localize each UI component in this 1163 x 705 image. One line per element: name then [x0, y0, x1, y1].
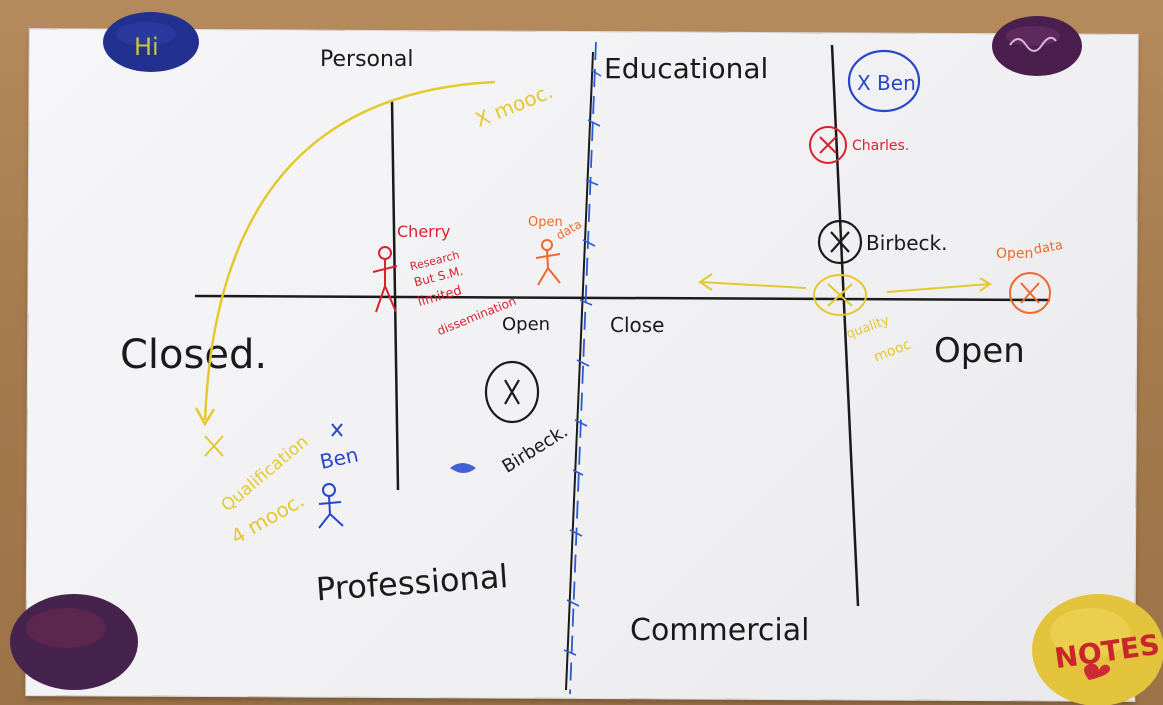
open-data-right-marker: Open data [996, 238, 1064, 314]
birbeck-left-label: Birbeck. [498, 421, 571, 478]
ben-left-label: Ben [318, 442, 361, 474]
open-data-right-line1: Open [996, 246, 1033, 262]
label-center-close: Close [610, 313, 664, 337]
charles-marker: Charles. [809, 126, 909, 164]
birbeck-right-marker: Birbeck. [817, 219, 947, 265]
stone-top-left: Hi [103, 12, 199, 72]
label-open: Open [934, 331, 1025, 371]
label-closed: Closed. [120, 332, 267, 378]
stone-top-right [992, 16, 1082, 76]
left-vertical-axis [390, 99, 400, 491]
middle-divider [563, 41, 602, 695]
stone-hi-label: Hi [134, 33, 159, 61]
cherry-label: Cherry [397, 222, 451, 241]
birbeck-right-label: Birbeck. [866, 231, 947, 255]
birbeck-left-marker: Birbeck. [450, 360, 572, 478]
open-data-left-figure: Open data [528, 215, 584, 286]
ben-top-label: X Ben [857, 71, 916, 95]
mooc-label: X mooc. [472, 79, 556, 132]
label-personal: Personal [320, 47, 414, 72]
qualification-annotation: Qualification 4 mooc. [204, 432, 312, 549]
stone-bottom-right: NOTES [1032, 594, 1163, 705]
label-professional: Professional [315, 557, 509, 608]
quality-label: quality [844, 313, 891, 342]
open-data-right-line2: data [1033, 238, 1064, 258]
ben-top-marker: X Ben [847, 49, 921, 113]
label-educational: Educational [604, 52, 768, 85]
label-center-open: Open [502, 314, 550, 335]
right-vertical-axis [830, 44, 860, 607]
ben-left-figure: Ben [318, 423, 361, 529]
stone-bottom-left [10, 594, 138, 690]
horizontal-axis [194, 294, 1051, 302]
quality-mooc-label: mooc [872, 337, 914, 366]
label-commercial: Commercial [630, 613, 809, 648]
charles-label: Charles. [852, 138, 909, 154]
open-data-left-line1: Open [528, 215, 563, 230]
